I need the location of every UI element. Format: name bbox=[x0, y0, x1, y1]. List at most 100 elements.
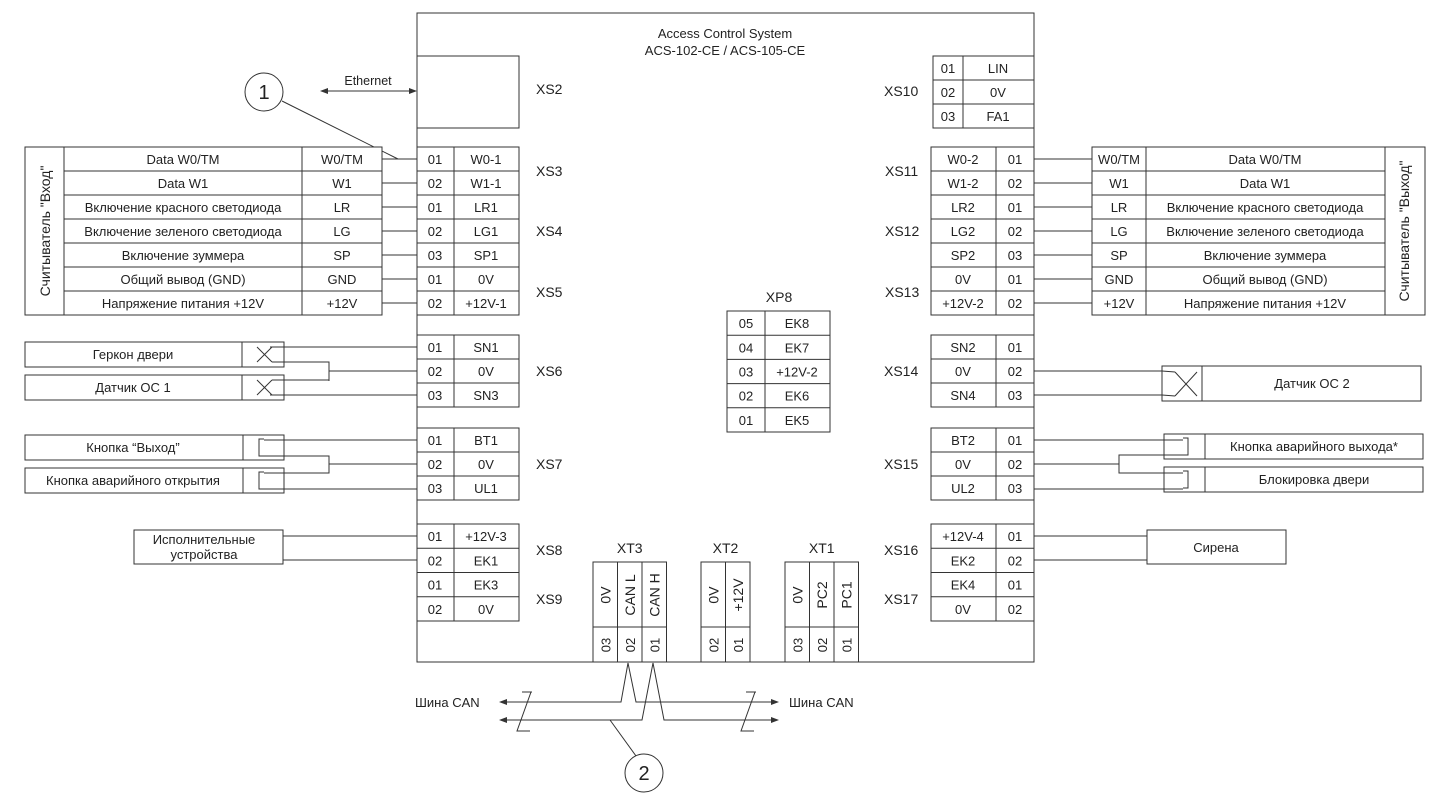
pin-row: 01 W0-2 bbox=[947, 152, 1022, 167]
pin-number: 01 bbox=[428, 578, 442, 593]
device-exit-button: Кнопка “Выход” bbox=[24, 434, 285, 461]
terminal-label: XT3 bbox=[617, 540, 643, 556]
pin-signal: 0V bbox=[478, 364, 494, 379]
reader-row-pin: W1 bbox=[332, 176, 352, 191]
reader-row: Включение зуммера SP bbox=[64, 242, 382, 263]
pin-row: 03 SN4 bbox=[931, 382, 1034, 403]
connector-label-xs12: XS12 bbox=[885, 223, 919, 239]
pin-signal: W0-2 bbox=[947, 152, 978, 167]
reader-row-pin: SP bbox=[333, 248, 350, 263]
svg-text:2: 2 bbox=[638, 763, 649, 785]
connector-label-xs17: XS17 bbox=[884, 591, 918, 607]
pin-signal: LR1 bbox=[474, 200, 498, 215]
terminal-signal: CAN L bbox=[622, 574, 638, 615]
pin-row: 01+12V-4 bbox=[942, 529, 1022, 544]
pin-number: 03 bbox=[941, 109, 955, 124]
pin-signal: LG1 bbox=[474, 224, 499, 239]
ethernet-arrow bbox=[320, 88, 417, 94]
connector-label-xs11: XS11 bbox=[885, 163, 918, 179]
pin-signal: SN1 bbox=[473, 340, 498, 355]
reader-row-description: Включение красного светодиода bbox=[1167, 200, 1364, 215]
pin-number: 01 bbox=[739, 413, 753, 428]
pin-row: 02+12V-2 bbox=[931, 290, 1034, 311]
pin-number: 05 bbox=[739, 316, 753, 331]
pin-signal: 0V bbox=[990, 85, 1006, 100]
pin-signal: UL1 bbox=[474, 481, 498, 496]
pin-number: 01 bbox=[428, 200, 442, 215]
connector-label-xs2: XS2 bbox=[536, 81, 563, 97]
pin-signal: 0V bbox=[955, 602, 971, 617]
reader-row: Напряжение питания +12V+12V bbox=[64, 290, 382, 311]
pin-number: 03 bbox=[739, 365, 753, 380]
pin-signal: +12V-2 bbox=[776, 365, 818, 380]
pin-signal: SP1 bbox=[474, 248, 499, 263]
reader-exit: Считыватель "Выход" Data W0/TMW0/TMData … bbox=[1091, 146, 1426, 316]
reader-row-description: Напряжение питания +12V bbox=[1184, 296, 1346, 311]
callout-2: 2 bbox=[609, 719, 664, 793]
pin-number: 01 bbox=[428, 272, 442, 287]
pin-signal: SN4 bbox=[950, 388, 975, 403]
connector-label-xp8: XP8 bbox=[766, 289, 793, 305]
connector-label-xs13: XS13 bbox=[885, 284, 919, 300]
pin-signal: +12V-4 bbox=[942, 529, 984, 544]
reader-row-description: Data W0/TM bbox=[147, 152, 220, 167]
terminal-pin-number: 01 bbox=[731, 638, 746, 652]
pin-number: 02 bbox=[428, 296, 442, 311]
reader-row-pin: +12V bbox=[327, 296, 358, 311]
pin-number: 03 bbox=[1008, 388, 1022, 403]
device-reed-switch: Геркон двери bbox=[24, 341, 285, 368]
terminal-signal: +12V bbox=[730, 578, 746, 612]
device-emergency-open-button: Кнопка аварийного открытия bbox=[24, 467, 285, 494]
terminal-label: XT1 bbox=[809, 540, 835, 556]
pin-number: 03 bbox=[1008, 481, 1022, 496]
pin-number: 01 bbox=[428, 433, 442, 448]
connector-label-xs10: XS10 bbox=[884, 83, 918, 99]
device-sensor-2: Датчик ОС 2 bbox=[1161, 365, 1422, 402]
pin-number: 01 bbox=[1008, 272, 1022, 287]
ethernet-label: Ethernet bbox=[344, 74, 392, 88]
pin-signal: W1-1 bbox=[470, 176, 501, 191]
pin-signal: 0V bbox=[955, 364, 971, 379]
terminal-pin-number: 03 bbox=[790, 638, 805, 652]
connector-label-xs7: XS7 bbox=[536, 456, 563, 472]
reader-row-pin: LG bbox=[333, 224, 350, 239]
connector-label-xs4: XS4 bbox=[536, 223, 563, 239]
pin-signal: SN2 bbox=[950, 340, 975, 355]
pin-number: 03 bbox=[428, 388, 442, 403]
pin-number: 02 bbox=[1008, 176, 1022, 191]
pin-signal: +12V-3 bbox=[465, 529, 507, 544]
terminal-signal: 0V bbox=[789, 586, 805, 604]
pin-number: 01 bbox=[428, 152, 442, 167]
pin-number: 01 bbox=[1008, 152, 1022, 167]
pin-number: 02 bbox=[428, 176, 442, 191]
reader-row-pin: LR bbox=[334, 200, 351, 215]
pin-signal: EK5 bbox=[785, 413, 810, 428]
button-contact-icon bbox=[1183, 470, 1189, 489]
reader-row-description: Включение зуммера bbox=[122, 248, 245, 263]
reader-row: Общий вывод (GND)GND bbox=[1092, 266, 1385, 287]
